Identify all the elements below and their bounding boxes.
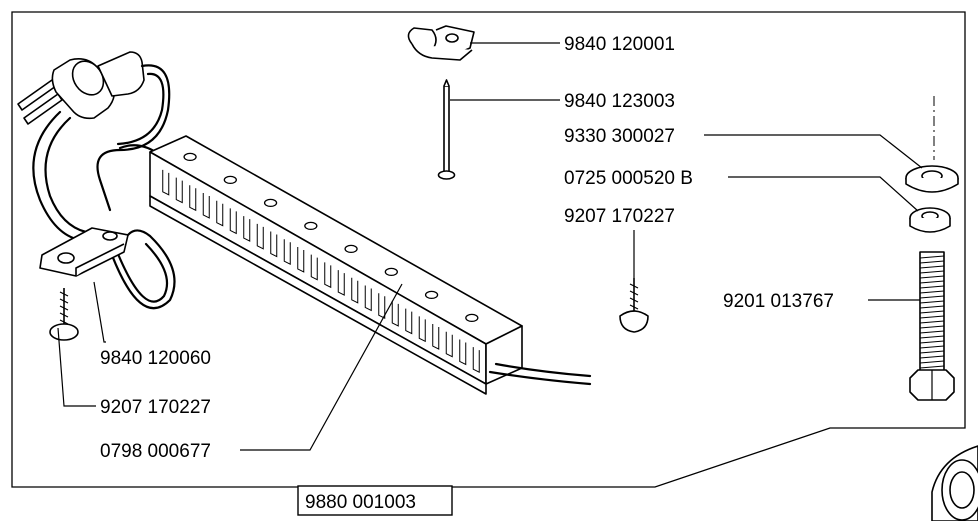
- label-nail: 9840 123003: [564, 91, 675, 112]
- label-clip-top: 9840 120001: [564, 34, 675, 55]
- washer-small-part: [909, 207, 951, 233]
- screw-left-part: [49, 288, 79, 341]
- label-bolt: 9201 013767: [723, 291, 834, 312]
- diagram-frame: [11, 11, 966, 488]
- label-screw-left: 9207 170227: [100, 397, 211, 418]
- assembly-number-box: [297, 485, 453, 516]
- screw-mid-part: [619, 278, 649, 333]
- label-channel: 0798 000677: [100, 441, 211, 462]
- label-washer-small: 0725 000520 B: [564, 168, 693, 189]
- assembly-number: 9880 001003: [305, 492, 416, 513]
- adjacent-part-fragment: [931, 445, 978, 521]
- washer-large-part: [905, 165, 959, 193]
- bolt-part: [909, 251, 955, 401]
- clip-left-part: [39, 227, 129, 277]
- label-clip-left: 9840 120060: [100, 348, 211, 369]
- clip-top-part: [407, 25, 475, 61]
- channel-part: [149, 135, 592, 395]
- label-washer-large: 9330 300027: [564, 126, 675, 147]
- nail-part: [437, 79, 456, 180]
- plug-and-cable: [17, 51, 176, 310]
- label-screw-mid: 9207 170227: [564, 206, 675, 227]
- leader-lines: [57, 42, 923, 451]
